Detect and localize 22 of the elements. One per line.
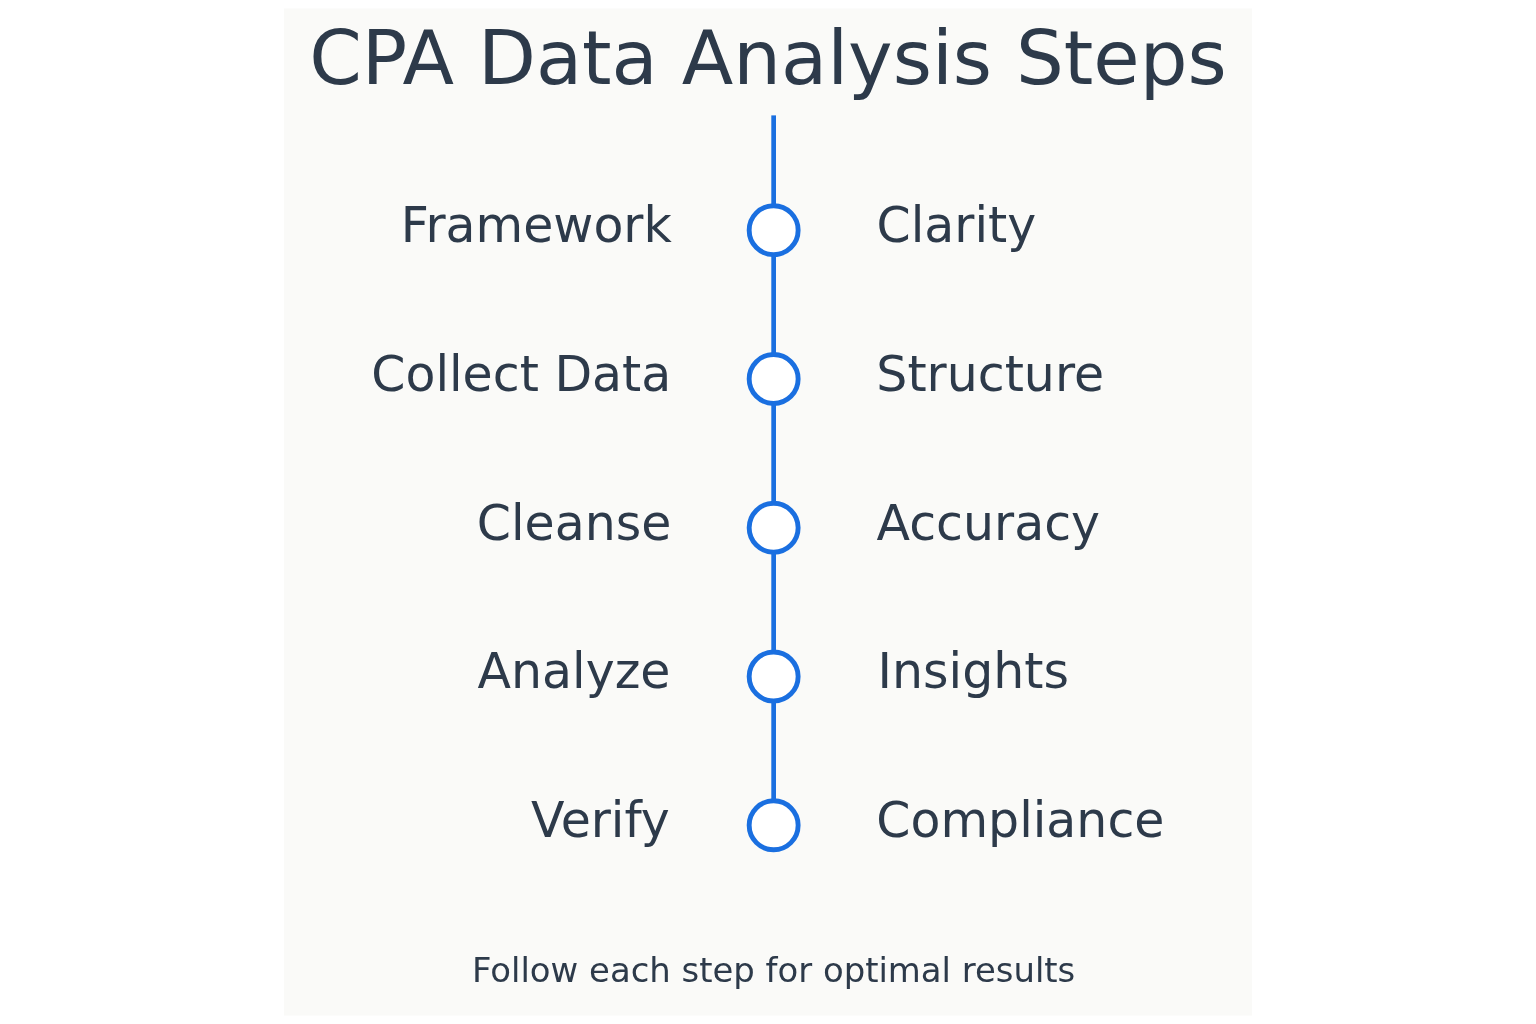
connector	[771, 254, 776, 355]
node-circle	[746, 649, 801, 704]
node-circle	[746, 500, 801, 555]
node-label: Structure	[876, 345, 1105, 403]
connector	[771, 552, 776, 652]
caption: Follow each step for optimal results	[472, 951, 1076, 991]
node-label: Accuracy	[876, 494, 1101, 552]
node-label: Insights	[877, 643, 1069, 701]
node-circle	[746, 798, 801, 853]
node-label: Compliance	[876, 792, 1165, 850]
node-label: Collect Data	[371, 345, 672, 403]
node-circle	[746, 203, 801, 258]
node-label: Framework	[400, 197, 672, 255]
connector	[771, 403, 776, 503]
connector	[771, 115, 776, 206]
node-label: Clarity	[876, 197, 1037, 255]
connector	[771, 701, 776, 801]
diagram-title: CPA Data Analysis Steps	[309, 13, 1227, 102]
node-label: Cleanse	[476, 494, 672, 552]
node-label: Verify	[530, 792, 670, 850]
node-circle	[746, 352, 801, 406]
node-label: Analyze	[477, 643, 671, 701]
